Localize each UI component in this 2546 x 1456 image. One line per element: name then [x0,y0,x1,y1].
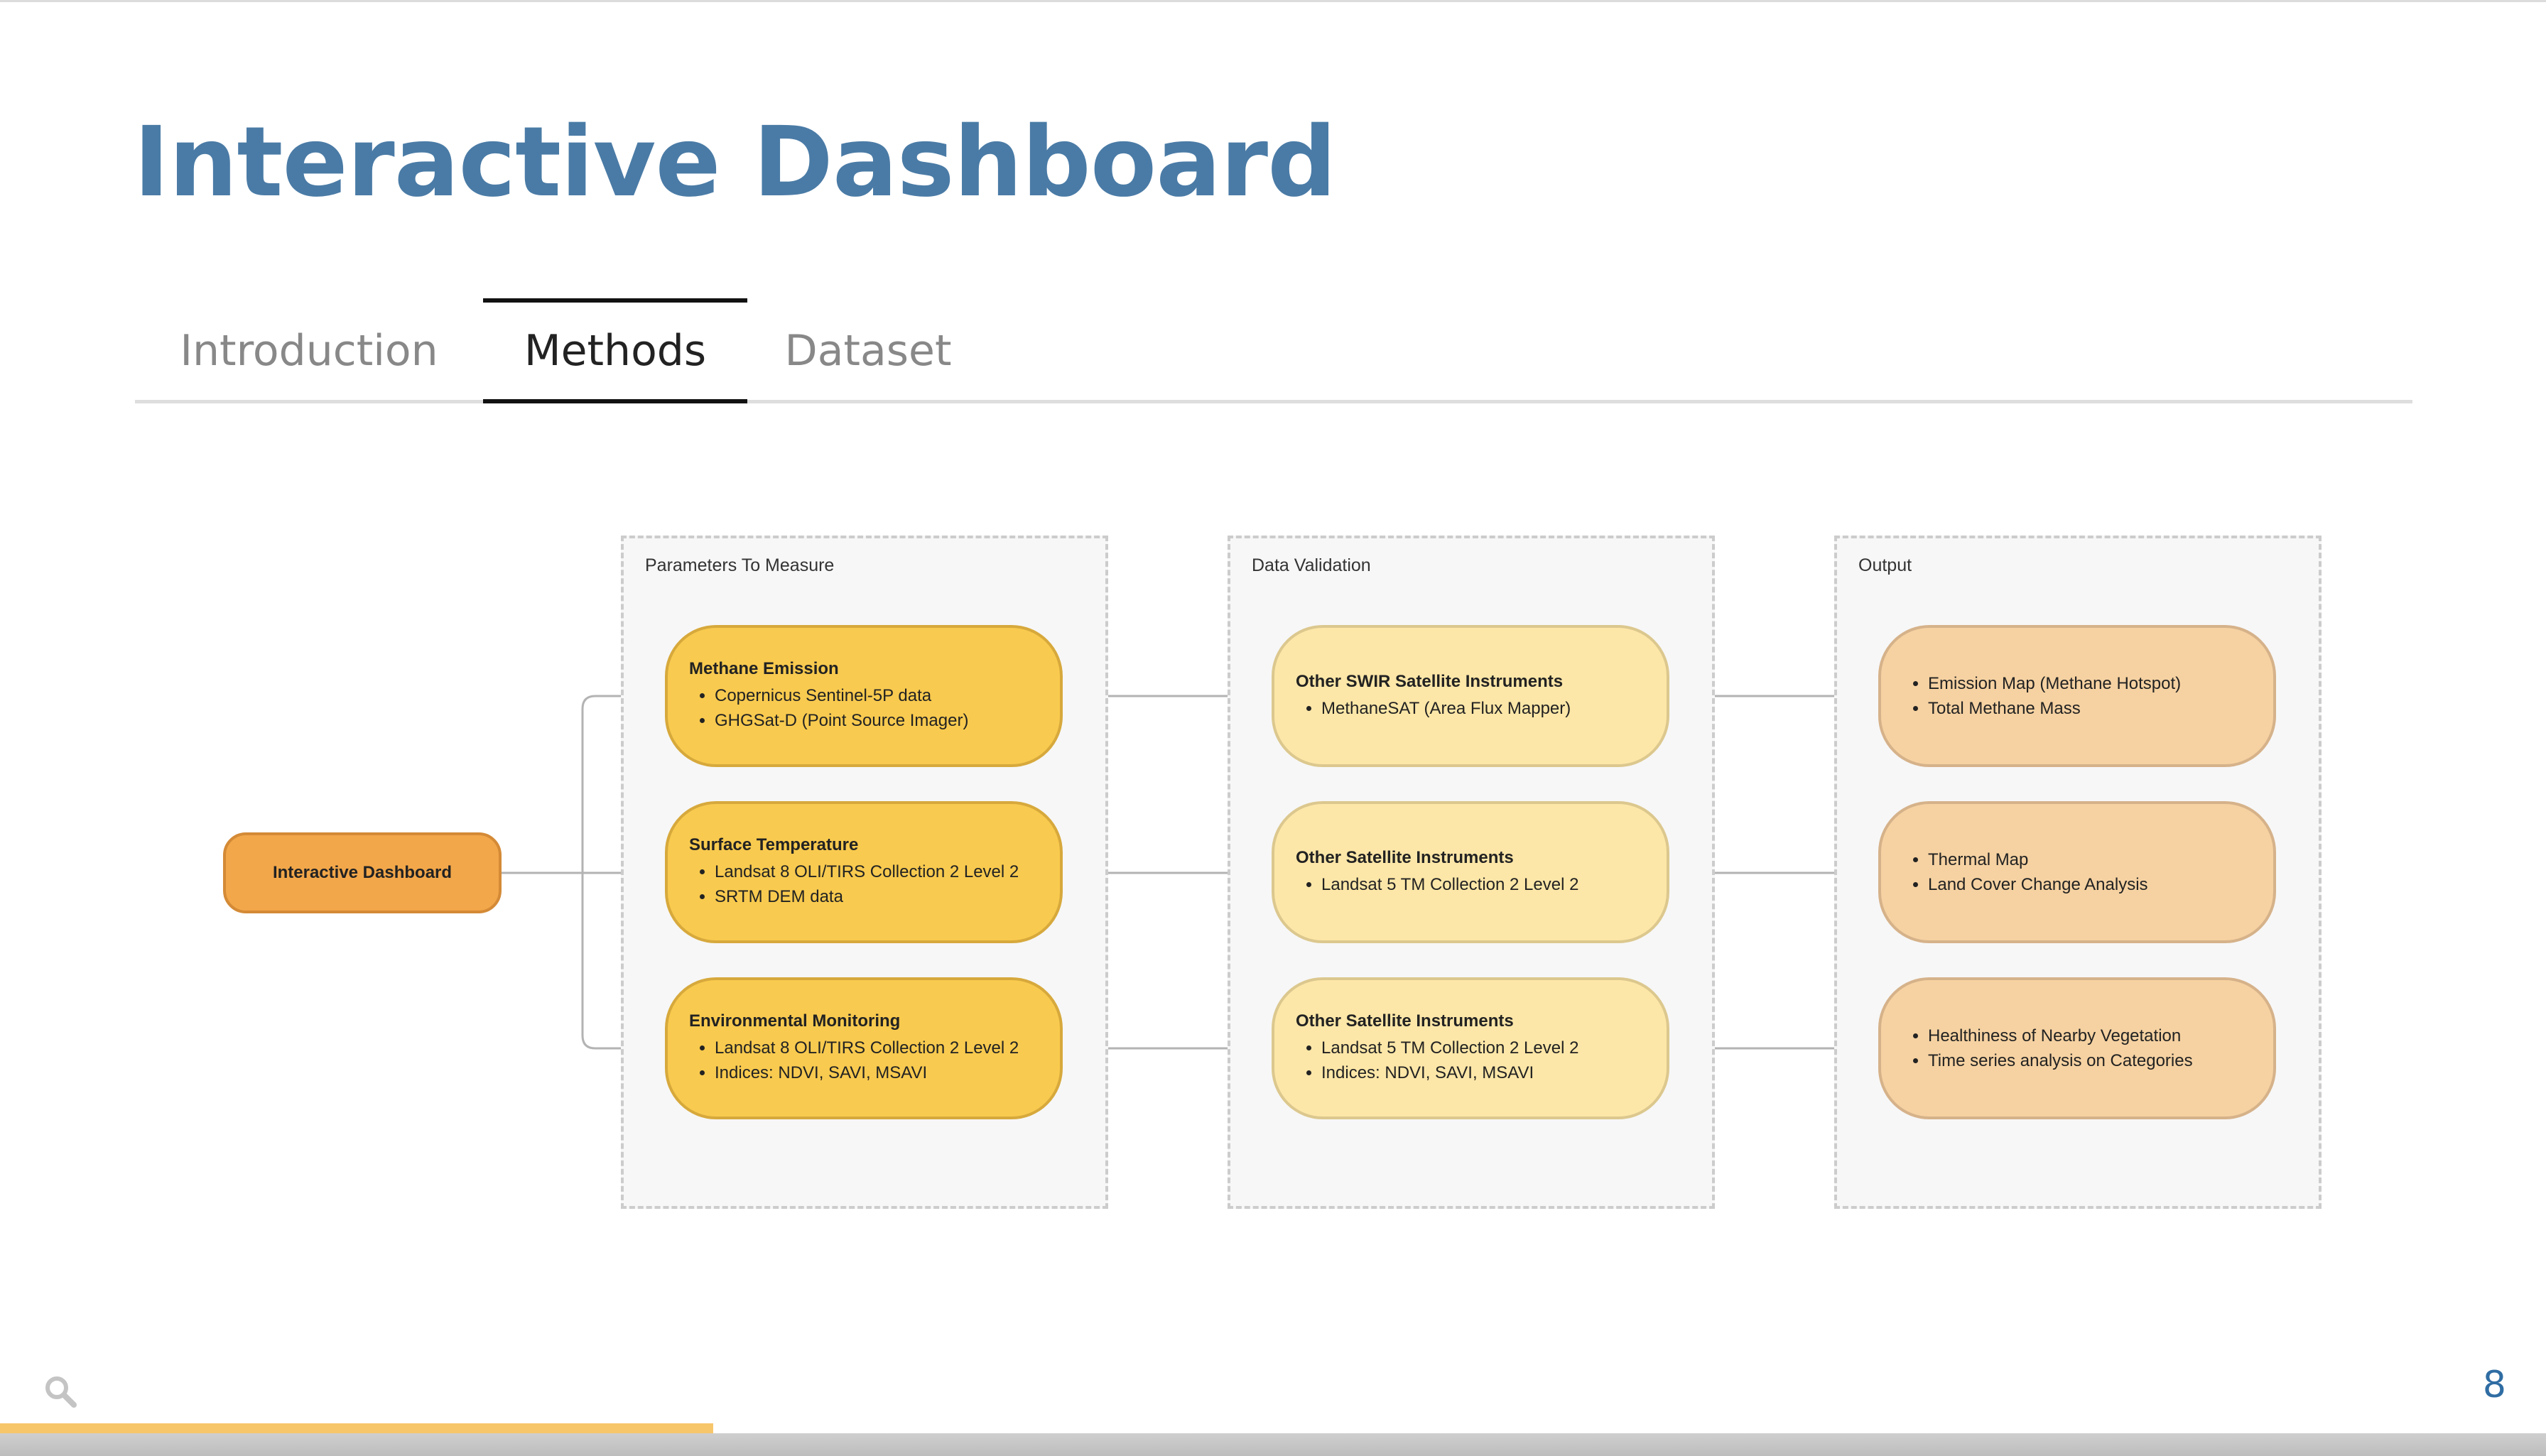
page-title: Interactive Dashboard [134,107,1336,219]
node-output-thermal-map: Thermal Map Land Cover Change Analysis [1878,801,2276,943]
node-title: Environmental Monitoring [689,1011,901,1031]
node-other-satellite-instruments-2: Other Satellite Instruments Landsat 5 TM… [1272,977,1669,1119]
node-list: Landsat 8 OLI/TIRS Collection 2 Level 2 … [689,859,1039,909]
group-label: Output [1858,555,1912,575]
node-environmental-monitoring: Environmental Monitoring Landsat 8 OLI/T… [665,977,1063,1119]
search-icon[interactable] [43,1374,78,1412]
node-list-item: Landsat 5 TM Collection 2 Level 2 [1321,872,1645,897]
tab-bar: Introduction Methods Dataset [135,298,2412,403]
node-other-swir-satellite-instruments: Other SWIR Satellite Instruments Methane… [1272,625,1669,767]
group-label: Parameters To Measure [645,555,835,575]
node-list-item: GHGSat-D (Point Source Imager) [715,708,1039,733]
node-list-item: Total Methane Mass [1928,696,2252,721]
node-list: Landsat 8 OLI/TIRS Collection 2 Level 2 … [689,1036,1039,1085]
node-title: Other Satellite Instruments [1296,1011,1514,1031]
start-node-interactive-dashboard: Interactive Dashboard [223,832,502,913]
node-other-satellite-instruments-1: Other Satellite Instruments Landsat 5 TM… [1272,801,1669,943]
node-list-item: Landsat 8 OLI/TIRS Collection 2 Level 2 [715,859,1039,884]
node-list: MethaneSAT (Area Flux Mapper) [1296,696,1645,721]
node-surface-temperature: Surface Temperature Landsat 8 OLI/TIRS C… [665,801,1063,943]
node-list: Healthiness of Nearby Vegetation Time se… [1902,1023,2252,1073]
tab-methods[interactable]: Methods [483,298,747,403]
node-list-item: Landsat 5 TM Collection 2 Level 2 [1321,1036,1645,1060]
connector-start-to-environment [568,871,663,1048]
node-list: Landsat 5 TM Collection 2 Level 2 Indice… [1296,1036,1645,1085]
node-list: Emission Map (Methane Hotspot) Total Met… [1902,671,2252,721]
node-list-item: Indices: NDVI, SAVI, MSAVI [1321,1060,1645,1085]
node-list: Thermal Map Land Cover Change Analysis [1902,847,2252,897]
tab-baseline [135,400,2412,403]
node-title: Other Satellite Instruments [1296,847,1514,867]
node-list-item: Landsat 8 OLI/TIRS Collection 2 Level 2 [715,1036,1039,1060]
node-list: Landsat 5 TM Collection 2 Level 2 [1296,872,1645,897]
node-title: Surface Temperature [689,835,859,854]
top-divider [0,0,2546,2]
bottom-edge-shadow [0,1433,2546,1456]
node-list-item: MethaneSAT (Area Flux Mapper) [1321,696,1645,721]
slide-progress-bar [0,1423,713,1433]
tab-dataset[interactable]: Dataset [784,326,952,376]
node-list-item: Thermal Map [1928,847,2252,872]
node-list-item: Healthiness of Nearby Vegetation [1928,1023,2252,1048]
node-title: Other SWIR Satellite Instruments [1296,671,1564,691]
node-methane-emission: Methane Emission Copernicus Sentinel-5P … [665,625,1063,767]
node-list-item: SRTM DEM data [715,884,1039,909]
node-list-item: Land Cover Change Analysis [1928,872,2252,897]
connector-start-to-methane [568,696,663,874]
page-number: 8 [2482,1364,2506,1406]
node-output-vegetation-health: Healthiness of Nearby Vegetation Time se… [1878,977,2276,1119]
node-list-item: Emission Map (Methane Hotspot) [1928,671,2252,696]
node-list-item: Indices: NDVI, SAVI, MSAVI [715,1060,1039,1085]
node-output-emission-map: Emission Map (Methane Hotspot) Total Met… [1878,625,2276,767]
node-list-item: Copernicus Sentinel-5P data [715,683,1039,708]
node-list-item: Time series analysis on Categories [1928,1048,2252,1073]
group-label: Data Validation [1252,555,1371,575]
node-list: Copernicus Sentinel-5P data GHGSat-D (Po… [689,683,1039,733]
tab-introduction[interactable]: Introduction [180,326,438,376]
node-title: Methane Emission [689,659,839,678]
